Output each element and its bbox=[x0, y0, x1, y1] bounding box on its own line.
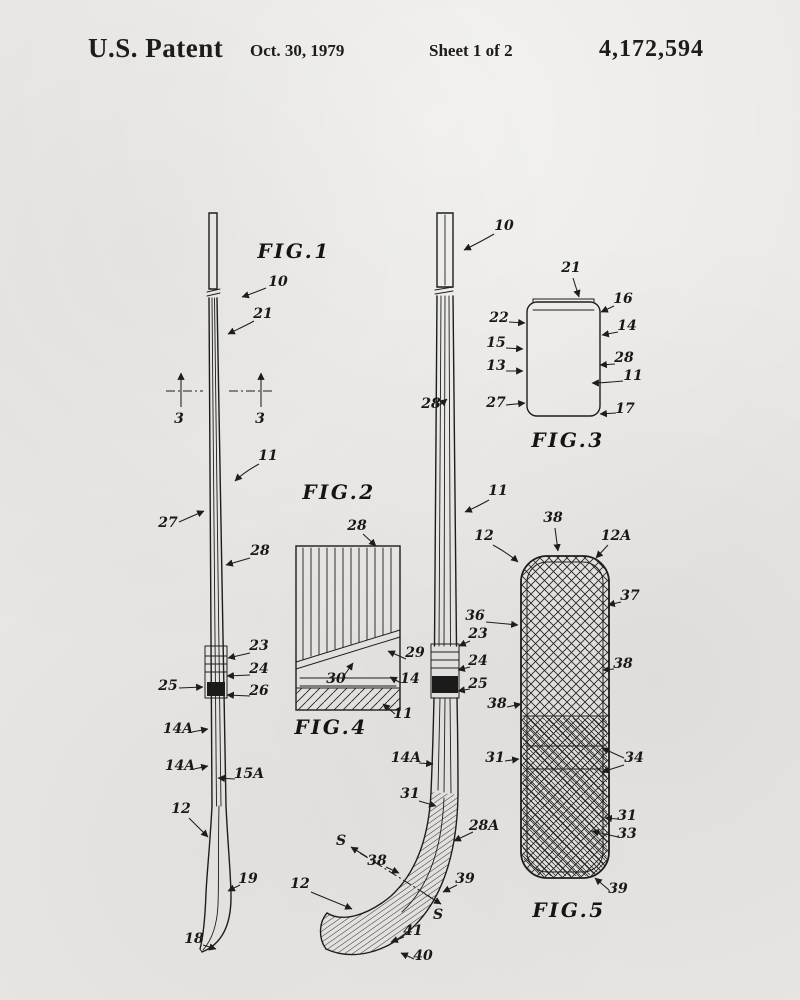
ref-numeral-17: 17 bbox=[615, 401, 635, 417]
ref-numeral-19: 19 bbox=[238, 871, 258, 887]
ref-numeral-21: 21 bbox=[252, 306, 272, 322]
patent-number: 4,172,594 bbox=[599, 36, 704, 62]
ref-numeral-27: 27 bbox=[157, 515, 178, 531]
ref-numeral-12: 12 bbox=[474, 528, 494, 544]
ref-numeral-40: 40 bbox=[413, 948, 433, 964]
ref-numeral-15A: 15A bbox=[234, 766, 264, 782]
fig5-section-drawing bbox=[520, 555, 610, 879]
ref-numeral-28: 28 bbox=[420, 396, 441, 412]
ref-numeral-24: 24 bbox=[467, 653, 487, 669]
ref-numeral-28: 28 bbox=[346, 518, 367, 534]
ref-numeral-28: 28 bbox=[613, 350, 634, 366]
ref-numeral-26: 26 bbox=[248, 683, 269, 699]
ref-numeral-14: 14 bbox=[617, 318, 636, 334]
patent-title: U.S. Patent bbox=[88, 33, 224, 63]
sheet-number: Sheet 1 of 2 bbox=[429, 41, 513, 60]
ref-numeral-23: 23 bbox=[467, 626, 488, 642]
ref-numeral-3: 3 bbox=[174, 411, 184, 427]
ref-numeral-12: 12 bbox=[290, 876, 310, 892]
ref-numeral-39: 39 bbox=[608, 881, 628, 897]
ref-numeral-29: 29 bbox=[404, 645, 425, 661]
ref-numeral-12A: 12A bbox=[601, 528, 631, 544]
ref-numeral-28: 28 bbox=[249, 543, 270, 559]
ref-numeral-10: 10 bbox=[268, 274, 288, 290]
ref-numeral-21: 21 bbox=[560, 260, 580, 276]
ref-numeral-30: 30 bbox=[326, 671, 346, 687]
ref-numeral-S: S bbox=[433, 907, 443, 923]
ref-numeral-12: 12 bbox=[171, 801, 191, 817]
ref-numeral-38: 38 bbox=[367, 853, 387, 869]
ref-numeral-25: 25 bbox=[467, 676, 487, 692]
fig1-stick-drawing bbox=[166, 212, 274, 953]
ref-numeral-11: 11 bbox=[623, 368, 642, 384]
ref-numeral-14A: 14A bbox=[391, 750, 421, 766]
ref-numeral-14: 14 bbox=[400, 671, 419, 687]
ref-numeral-11: 11 bbox=[393, 706, 412, 722]
ref-numeral-38: 38 bbox=[543, 510, 563, 526]
ref-numeral-18: 18 bbox=[184, 931, 204, 947]
figure-label-fig4: FIG.4 bbox=[293, 715, 367, 739]
ref-numeral-24: 24 bbox=[248, 661, 268, 677]
ref-numeral-31: 31 bbox=[400, 786, 419, 802]
ref-numeral-3: 3 bbox=[255, 411, 265, 427]
figure-label-fig1: FIG.1 bbox=[256, 239, 330, 263]
ref-numeral-13: 13 bbox=[486, 358, 506, 374]
patent-date: Oct. 30, 1979 bbox=[250, 41, 345, 60]
leader-lines bbox=[178, 233, 625, 960]
fig3-section-drawing bbox=[526, 298, 601, 417]
ref-numeral-11: 11 bbox=[488, 483, 507, 499]
ref-numeral-31: 31 bbox=[485, 750, 504, 766]
ref-numeral-38: 38 bbox=[613, 656, 633, 672]
fig4-detail-drawing bbox=[295, 545, 401, 711]
ref-numeral-11: 11 bbox=[258, 448, 277, 464]
figure-label-fig2: FIG.2 bbox=[301, 480, 375, 504]
ref-numeral-10: 10 bbox=[494, 218, 514, 234]
ref-numeral-28A: 28A bbox=[468, 818, 499, 834]
ref-numeral-27: 27 bbox=[485, 395, 506, 411]
ref-numeral-41: 41 bbox=[403, 923, 422, 939]
ref-numeral-33: 33 bbox=[617, 826, 637, 842]
ref-numeral-14A: 14A bbox=[163, 721, 193, 737]
ref-numeral-36: 36 bbox=[465, 608, 485, 624]
ref-numeral-37: 37 bbox=[620, 588, 640, 604]
ref-numeral-S: S bbox=[336, 833, 346, 849]
ref-numeral-31: 31 bbox=[617, 808, 636, 824]
ref-numeral-38: 38 bbox=[487, 696, 507, 712]
ref-numeral-22: 22 bbox=[488, 310, 509, 326]
fig2-stick-drawing bbox=[319, 212, 460, 956]
ref-numeral-16: 16 bbox=[613, 291, 633, 307]
figure-label-fig3: FIG.3 bbox=[530, 428, 604, 452]
ref-numeral-15: 15 bbox=[486, 335, 505, 351]
figure-label-fig5: FIG.5 bbox=[531, 898, 605, 922]
ref-numeral-23: 23 bbox=[248, 638, 269, 654]
ref-numeral-25: 25 bbox=[157, 678, 177, 694]
ref-numeral-34: 34 bbox=[624, 750, 643, 766]
ref-numeral-14A: 14A bbox=[165, 758, 195, 774]
ref-numeral-39: 39 bbox=[455, 871, 475, 887]
